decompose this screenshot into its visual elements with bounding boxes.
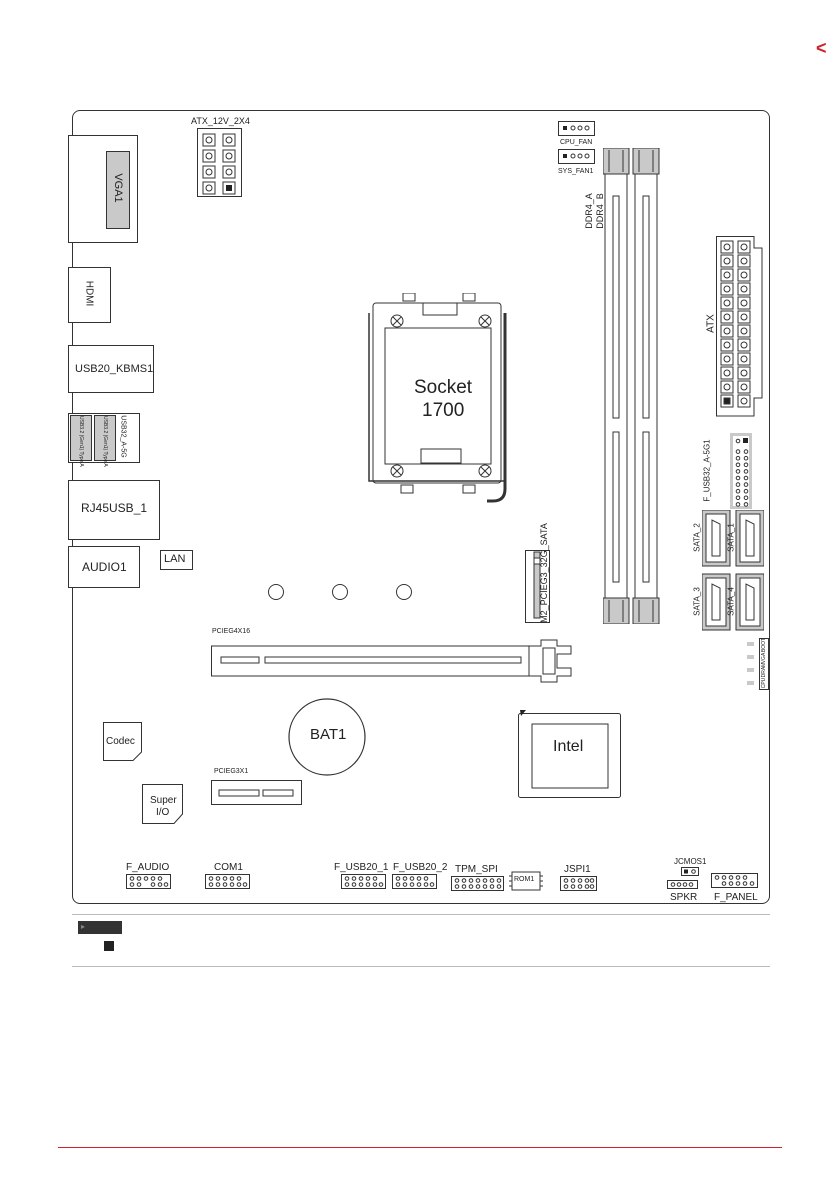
f-audio-header	[126, 874, 171, 889]
nav-chevron[interactable]: <	[816, 38, 827, 58]
vga-label: VGA1	[112, 173, 124, 203]
com1-label: COM1	[214, 862, 243, 873]
spkr-label: SPKR	[670, 892, 698, 903]
debug-led-labels	[759, 638, 769, 690]
note-divider-bottom	[72, 966, 770, 967]
f-usb20-2-label: F_USB20_2	[393, 862, 448, 873]
lan-chip	[160, 550, 193, 570]
atx12v-connector	[197, 128, 242, 197]
pcie-x1-slot	[211, 780, 302, 805]
tpm-spi-header	[451, 876, 504, 891]
ddr4-a-label: DDR4_A	[584, 193, 594, 229]
usb20-kbms-port	[68, 345, 154, 393]
jcmos1-header	[681, 867, 699, 876]
hdmi-port	[68, 267, 111, 323]
audio-label: AUDIO1	[82, 560, 127, 574]
footer-rule	[58, 1147, 782, 1148]
f-usb20-1-label: F_USB20_1	[334, 862, 389, 873]
sys-fan-header	[558, 149, 595, 164]
codec-label: Codec	[106, 736, 135, 747]
f-panel-label: F_PANEL	[714, 892, 758, 903]
f-audio-label: F_AUDIO	[126, 862, 170, 873]
socket-label-line1: Socket	[414, 377, 473, 398]
spkr-header	[667, 880, 698, 889]
pcie-x1-label: PCIEG3X1	[214, 768, 249, 775]
m2-label: M2_PCIEG3_32G_SATA	[539, 523, 549, 623]
battery-label: BAT1	[310, 726, 347, 743]
cpu-fan-header	[558, 121, 595, 136]
atx-connector	[716, 236, 763, 417]
rom1-chip	[509, 871, 543, 891]
debug-leds	[747, 642, 754, 685]
atx12v-label: ATX_12V_2X4	[191, 116, 250, 126]
m2-slot	[525, 550, 550, 623]
usb32-port-a	[70, 415, 92, 461]
rj45usb-port	[68, 480, 160, 540]
usb32-port-b	[94, 415, 116, 461]
com1-header	[205, 874, 250, 889]
intel-pch-chip	[518, 710, 621, 798]
usb32-port-a-label: USB3.2 (Gen1) Type A	[78, 416, 84, 467]
sys-fan-label: SYS_FAN1	[558, 168, 594, 175]
tpm-spi-label: TPM_SPI	[455, 864, 498, 875]
atx-label: ATX	[705, 314, 717, 333]
super-io-chip	[142, 784, 183, 824]
intel-label: Intel	[553, 738, 584, 755]
pin1-marker-icon	[104, 941, 114, 951]
f-panel-header	[711, 873, 758, 888]
jspi1-label: JSPI1	[564, 864, 591, 875]
f-usb32-header	[730, 433, 752, 509]
lan-label: LAN	[164, 553, 186, 565]
usb32-a-label: USB32_A-5G	[119, 415, 127, 458]
note-divider-top	[72, 914, 770, 915]
note-tag-arrow-icon: ▸	[81, 922, 86, 931]
usb20-kbms-label: USB20_KBMS1	[75, 363, 154, 375]
pcie-x16-slot	[211, 639, 572, 683]
note-tag	[78, 921, 122, 934]
cpu-socket	[368, 293, 507, 503]
ddr4-slots	[603, 148, 660, 624]
debug-led-boot: BOOT	[761, 637, 767, 653]
sata1-label: SATA_1	[726, 523, 736, 552]
cpu-fan-label: CPU_FAN	[560, 139, 593, 146]
sata-ports	[702, 510, 764, 631]
sata2-label: SATA_2	[692, 523, 702, 552]
rom1-label: ROM1	[514, 876, 535, 883]
f-usb32-pins	[735, 438, 749, 507]
f-usb20-2-header	[392, 874, 437, 889]
sata4-label: SATA_4	[726, 587, 736, 616]
usb32-port-b-label: USB3.2 (Gen1) Type A	[102, 416, 108, 467]
super-io-label-line1: Super	[150, 795, 177, 806]
super-io-label-line2: I/O	[156, 807, 170, 818]
hdmi-label: HDMI	[83, 280, 95, 307]
f-usb32-label: F_USB32_A-5G1	[702, 439, 712, 502]
socket-label-line2: 1700	[422, 400, 465, 421]
audio-port	[68, 546, 140, 588]
rj45usb-label: RJ45USB_1	[81, 501, 148, 515]
f-usb20-1-header	[341, 874, 386, 889]
battery	[288, 698, 366, 776]
pcie-x16-label: PCIEG4X16	[212, 628, 251, 635]
codec-chip	[103, 722, 142, 761]
vga-port-inner	[106, 151, 130, 229]
jspi1-header	[560, 876, 597, 891]
sata3-label: SATA_3	[692, 587, 702, 616]
mount-holes	[268, 584, 412, 600]
jcmos1-label: JCMOS1	[674, 857, 707, 866]
ddr4-b-label: DDR4_B	[595, 193, 605, 229]
